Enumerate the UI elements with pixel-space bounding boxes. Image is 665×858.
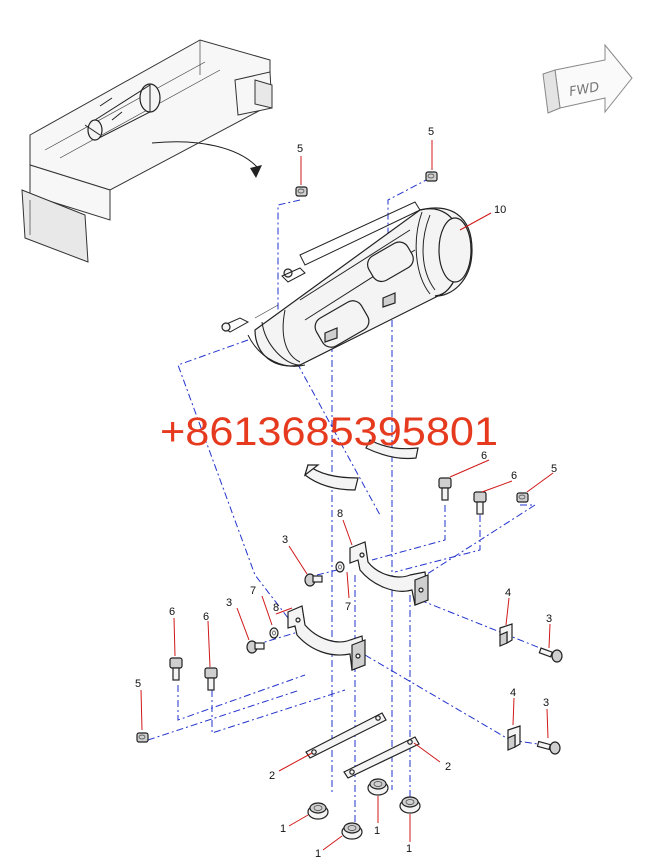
bolt-6a (438, 477, 452, 501)
callout-3: 3 (546, 613, 552, 625)
support-straps (305, 712, 420, 779)
callout-5: 5 (551, 463, 557, 475)
callout-1: 1 (374, 825, 380, 837)
washer-7a (335, 561, 345, 573)
clip-4a (499, 623, 513, 647)
callout-4: 4 (510, 687, 516, 699)
clips (499, 623, 521, 751)
mount-bracket-lower (287, 605, 366, 671)
callout-1: 1 (280, 823, 286, 835)
transition-arrow (151, 141, 262, 178)
bolt-3b (246, 640, 265, 654)
callout-7: 7 (345, 601, 351, 613)
vehicle-frame-overview (21, 39, 273, 263)
clip-4b (507, 725, 521, 751)
flange-bolts (169, 477, 487, 691)
bolt-3c (538, 647, 563, 663)
washers (269, 561, 345, 639)
clamp-pads (303, 439, 419, 491)
hex-bolts (246, 573, 563, 755)
bolt-6c (169, 657, 183, 681)
fwd-direction-badge: FWD (542, 43, 633, 114)
washer-7b (269, 627, 279, 639)
muffler-assembly (221, 201, 473, 367)
nut-5a (295, 186, 308, 197)
callout-8: 8 (273, 602, 279, 614)
callout-6: 6 (169, 606, 175, 618)
callout-7: 7 (250, 585, 256, 597)
callout-10: 10 (494, 204, 506, 216)
callout-1: 1 (406, 843, 412, 855)
callout-3: 3 (282, 534, 288, 546)
callout-1: 1 (315, 848, 321, 858)
callout-6: 6 (511, 470, 517, 482)
nut-5b (425, 171, 438, 182)
nut-1a (307, 802, 329, 820)
assembly-centerlines (147, 177, 546, 835)
nut-1d (399, 796, 421, 814)
leader-lines (140, 140, 554, 851)
bolt-3d (536, 740, 561, 755)
callout-3: 3 (226, 597, 232, 609)
callout-2: 2 (269, 770, 275, 782)
fwd-label: FWD (568, 80, 600, 100)
bolt-6b (473, 491, 487, 515)
callout-4: 4 (505, 587, 511, 599)
nut-5d (136, 732, 149, 743)
callout-labels: 5 5 10 6 6 5 8 3 7 7 3 8 6 6 5 4 3 4 3 2… (135, 126, 557, 858)
callout-5: 5 (297, 143, 303, 155)
nut-1b (341, 822, 363, 840)
callout-8: 8 (337, 508, 343, 520)
bolt-3a (304, 573, 323, 587)
callout-3: 3 (543, 697, 549, 709)
callout-6: 6 (481, 450, 487, 462)
lock-nuts (136, 171, 529, 743)
watermark-phone-number: +8613685395801 (160, 410, 498, 454)
nut-1c (367, 778, 389, 796)
bolt-6d (204, 667, 218, 691)
flange-nuts (307, 778, 421, 840)
mount-bracket-upper (349, 541, 429, 606)
callout-5: 5 (135, 678, 141, 690)
callout-5: 5 (428, 126, 434, 138)
nut-5c (516, 492, 529, 503)
callout-6: 6 (203, 611, 209, 623)
callout-2: 2 (445, 761, 451, 773)
